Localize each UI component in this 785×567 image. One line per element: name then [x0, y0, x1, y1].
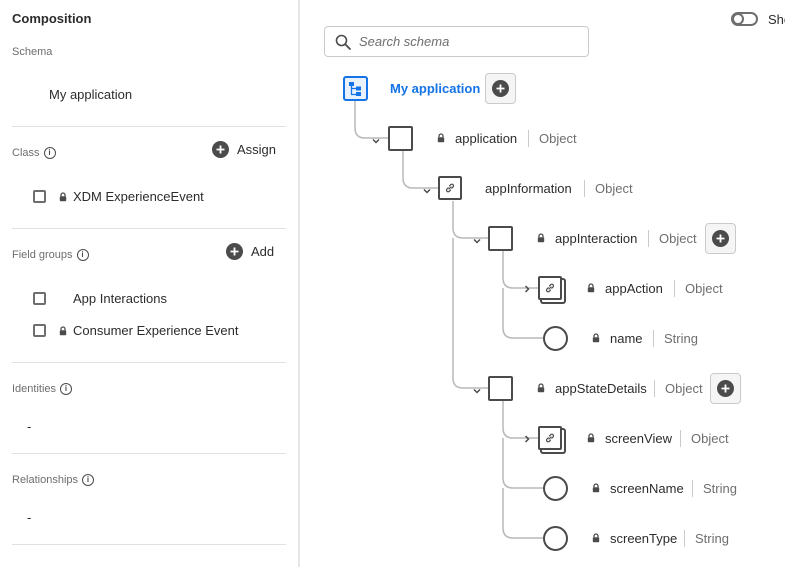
relationships-value: - — [27, 510, 32, 525]
chevron-down-icon[interactable] — [472, 236, 482, 246]
field-name[interactable]: application — [455, 131, 518, 146]
link-icon — [538, 426, 562, 450]
search-field[interactable] — [324, 26, 589, 57]
string-node-icon — [543, 326, 568, 351]
relationships-label-text: Relationships — [12, 474, 79, 486]
info-icon[interactable]: i — [43, 147, 56, 159]
field-groups-label: Field groups i — [12, 249, 89, 261]
field-name[interactable]: name — [610, 331, 643, 346]
identities-label-text: Identities — [12, 383, 57, 395]
field-type: String — [684, 530, 729, 547]
relationships-label: Relationships i — [12, 474, 95, 486]
add-label: Add — [251, 244, 275, 259]
field-type: Object — [680, 430, 729, 447]
info-icon[interactable]: i — [82, 474, 95, 486]
class-item-label[interactable]: XDM ExperienceEvent — [73, 189, 204, 204]
link-icon — [538, 276, 562, 300]
field-name[interactable]: appInteraction — [555, 231, 638, 246]
add-field-button[interactable] — [485, 73, 516, 104]
field-name[interactable]: screenView — [605, 431, 672, 446]
field-groups-label-text: Field groups — [12, 249, 73, 261]
identities-value: - — [27, 419, 32, 434]
lock-icon — [537, 233, 545, 243]
object-node-icon — [388, 126, 413, 151]
field-group-item[interactable]: Consumer Experience Event — [73, 323, 239, 338]
field-type: Object — [528, 130, 577, 147]
divider — [12, 362, 286, 363]
assign-label: Assign — [237, 142, 277, 157]
class-label: Class i — [12, 147, 56, 159]
composition-panel: Composition Schema My application Class … — [0, 0, 298, 567]
field-type: Object — [648, 230, 697, 247]
composition-title: Composition — [12, 11, 92, 26]
chevron-down-icon[interactable] — [371, 136, 381, 146]
lock-icon — [59, 326, 67, 336]
string-node-icon — [543, 476, 568, 501]
field-name[interactable]: screenType — [610, 531, 678, 546]
schema-label-text: Schema — [12, 46, 53, 58]
field-name[interactable]: appStateDetails — [555, 381, 647, 396]
add-circle-icon — [717, 380, 734, 397]
lock-icon — [437, 133, 445, 143]
add-field-group-button[interactable]: Add — [226, 243, 274, 260]
add-circle-icon — [212, 141, 229, 158]
chevron-right-icon[interactable] — [522, 284, 532, 294]
schema-label: Schema — [12, 46, 52, 58]
field-type: Object — [674, 280, 723, 297]
lock-icon — [587, 433, 595, 443]
class-label-text: Class — [12, 147, 40, 159]
chevron-down-icon[interactable] — [422, 186, 432, 196]
lock-icon — [587, 283, 595, 293]
show-toggle-label: Show — [768, 12, 785, 27]
show-toggle[interactable] — [731, 12, 758, 26]
field-group-checkbox[interactable] — [33, 324, 46, 337]
divider — [12, 126, 286, 127]
panel-divider — [298, 0, 300, 567]
field-type: Object — [654, 380, 703, 397]
object-node-icon — [488, 376, 513, 401]
search-icon — [335, 34, 351, 50]
chevron-right-icon[interactable] — [522, 434, 532, 444]
link-icon — [438, 176, 462, 200]
chevron-down-icon[interactable] — [472, 386, 482, 396]
schema-root-name[interactable]: My application — [390, 81, 481, 96]
add-field-button[interactable] — [710, 373, 741, 404]
assign-class-button[interactable]: Assign — [212, 141, 276, 158]
field-type: String — [692, 480, 737, 497]
search-input[interactable] — [359, 34, 579, 49]
string-node-icon — [543, 526, 568, 551]
info-icon[interactable]: i — [60, 383, 73, 395]
field-name[interactable]: appInformation — [485, 181, 572, 196]
schema-tree-icon[interactable] — [343, 76, 368, 101]
lock-icon — [537, 383, 545, 393]
lock-icon — [592, 333, 600, 343]
field-name[interactable]: screenName — [610, 481, 684, 496]
add-circle-icon — [226, 243, 243, 260]
object-node-icon — [488, 226, 513, 251]
divider — [12, 544, 286, 545]
add-circle-icon — [712, 230, 729, 247]
add-field-button[interactable] — [705, 223, 736, 254]
identities-label: Identities i — [12, 383, 73, 395]
field-group-checkbox[interactable] — [33, 292, 46, 305]
info-icon[interactable]: i — [76, 249, 89, 261]
field-type: String — [653, 330, 698, 347]
lock-icon — [592, 483, 600, 493]
lock-icon — [592, 533, 600, 543]
divider — [12, 228, 286, 229]
field-name[interactable]: appAction — [605, 281, 663, 296]
field-group-item[interactable]: App Interactions — [73, 291, 167, 306]
divider — [12, 453, 286, 454]
field-type: Object — [584, 180, 633, 197]
add-circle-icon — [492, 80, 509, 97]
schema-name[interactable]: My application — [49, 87, 133, 102]
lock-icon — [59, 192, 67, 202]
class-checkbox[interactable] — [33, 190, 46, 203]
